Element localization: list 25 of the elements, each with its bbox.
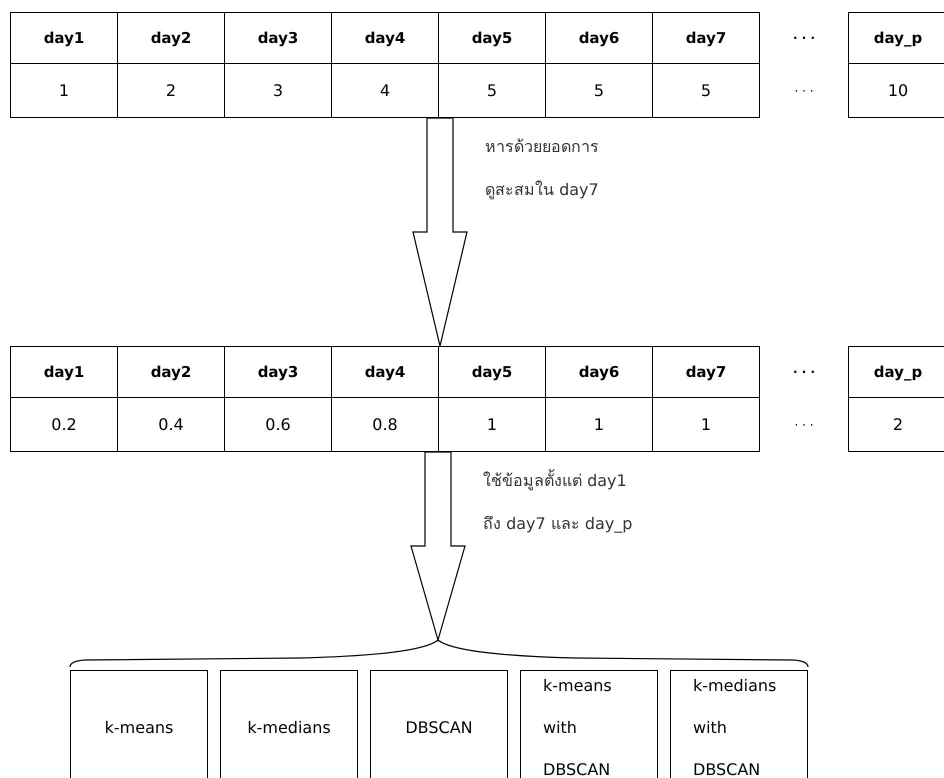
value-cell: 0.2 bbox=[10, 397, 118, 452]
method-box: k-means bbox=[70, 670, 208, 778]
ellipsis-dots: · · · bbox=[792, 364, 816, 381]
header-cell: day_p bbox=[848, 12, 944, 64]
ellipsis-dots: · · · bbox=[792, 30, 816, 47]
header-cell: day_p bbox=[848, 346, 944, 398]
ellipsis-dots: · · · bbox=[793, 82, 815, 100]
value-cell: 5 bbox=[652, 63, 760, 118]
hollow-arrow bbox=[410, 451, 466, 642]
value-cell: 1 bbox=[652, 397, 760, 452]
header-cell: day7 bbox=[652, 346, 760, 398]
method-box: k-means with DBSCAN bbox=[520, 670, 658, 778]
edge-label: หารด้วยยอดการ ดูสะสมใน day7 bbox=[485, 136, 600, 202]
value-cell: 1 bbox=[10, 63, 118, 118]
edge-label: ใช้ข้อมูลตั้งแต่ day1 ถึง day7 และ day_p bbox=[483, 468, 634, 535]
ellipsis-dots: · · · bbox=[793, 416, 815, 434]
header-cell: day1 bbox=[10, 12, 118, 64]
value-cell: 2 bbox=[848, 397, 944, 452]
method-box: k-medians with DBSCAN bbox=[670, 670, 808, 778]
header-cell: day1 bbox=[10, 346, 118, 398]
header-cell: day7 bbox=[652, 12, 760, 64]
method-box: k-medians bbox=[220, 670, 358, 778]
method-box: DBSCAN bbox=[370, 670, 508, 778]
value-cell: 10 bbox=[848, 63, 944, 118]
hollow-arrow bbox=[412, 117, 468, 347]
